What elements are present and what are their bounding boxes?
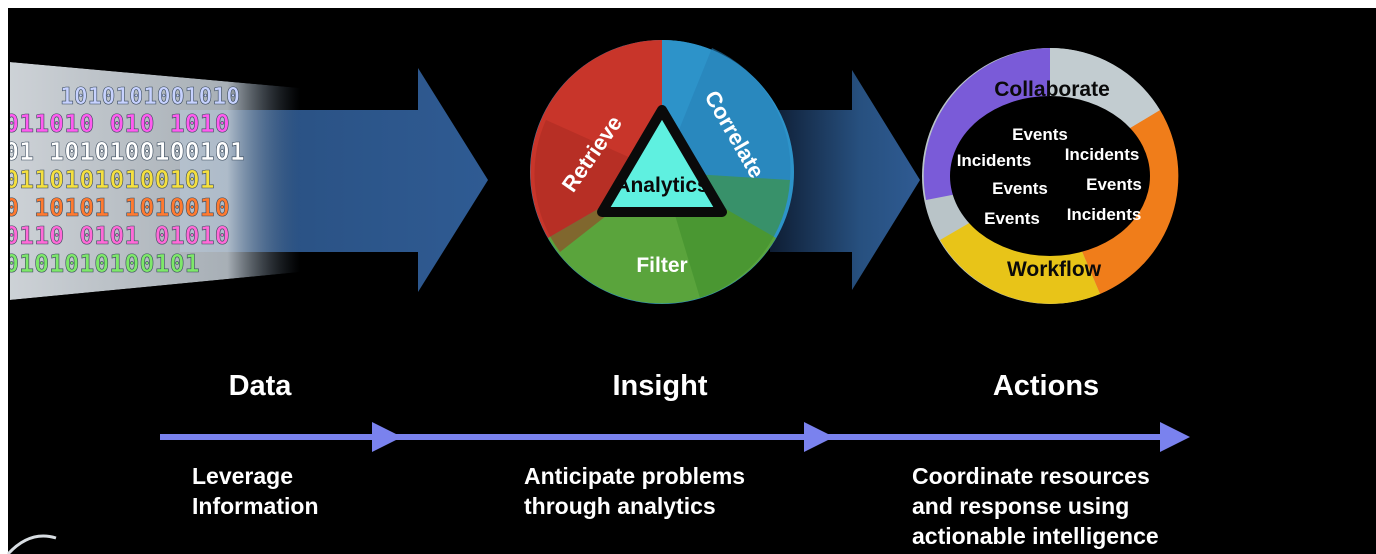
description-line: and response using: [912, 493, 1130, 519]
binary-row: 0110 0101 01010: [4, 221, 230, 250]
binary-row: 1010101001010: [60, 84, 240, 110]
action-item-incidents: Incidents: [957, 151, 1032, 170]
binary-row: 01101010100101: [4, 165, 215, 194]
binary-row: 01 1010100100101: [4, 137, 245, 166]
corner-curve: [6, 534, 57, 554]
filter-label: Filter: [636, 254, 687, 277]
action-item-incidents: Incidents: [1065, 145, 1140, 164]
stage-description-data: Leverage Information: [192, 461, 319, 521]
action-items: Events Incidents Incidents Events Events…: [957, 125, 1142, 228]
action-item-events: Events: [992, 179, 1048, 198]
timeline: [160, 422, 1190, 452]
stage-title-insight: Insight: [612, 370, 708, 402]
description-line: Leverage: [192, 463, 294, 489]
timeline-arrowhead-3: [1160, 422, 1190, 452]
collaborate-label: Collaborate: [994, 78, 1110, 101]
description-line: Anticipate problems: [524, 463, 746, 489]
analytics-label: Analytics: [615, 174, 708, 197]
insight-to-actions-arrow: [770, 70, 920, 290]
timeline-arrowhead-1: [372, 422, 402, 452]
events-core: [950, 96, 1150, 256]
description-line: actionable intelligence: [912, 523, 1159, 549]
action-cycle-diagram: [922, 47, 1179, 304]
description-line: Information: [192, 493, 319, 519]
stage-title-actions: Actions: [992, 370, 1100, 402]
analytics-center-shape: [597, 105, 727, 217]
action-item-events: Events: [984, 209, 1040, 228]
stage-description-actions: Coordinate resources and response using …: [912, 461, 1159, 551]
binary-row: 0101010100101: [4, 249, 200, 278]
timeline-arrowhead-2: [804, 422, 834, 452]
stage-description-insight: Anticipate problems through analytics: [524, 461, 745, 521]
timeline-bar: [160, 434, 1160, 440]
binary-row: 0 10101 1010010: [4, 193, 230, 222]
workflow-label: Workflow: [1007, 258, 1102, 281]
action-item-events: Events: [1086, 175, 1142, 194]
stage-title-data: Data: [228, 370, 292, 402]
action-item-events: Events: [1012, 125, 1068, 144]
binary-row: 011010 010 1010: [4, 109, 230, 138]
insight-cycle-diagram: [530, 40, 794, 304]
action-item-incidents: Incidents: [1067, 205, 1142, 224]
description-line: through analytics: [524, 493, 716, 519]
description-line: Coordinate resources: [912, 463, 1150, 489]
